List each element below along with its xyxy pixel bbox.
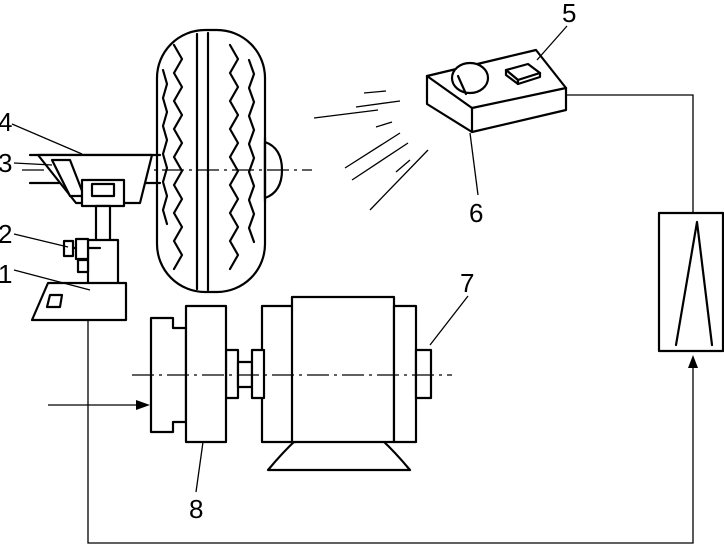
optical-sensor-box (425, 48, 568, 134)
sensor-base (30, 281, 128, 322)
support-post (62, 204, 120, 286)
leader-lines (11, 25, 568, 493)
amplifier-box (657, 211, 724, 353)
label-4: 4 (0, 107, 12, 137)
part-labels: 1 2 3 4 5 6 7 8 (0, 0, 576, 524)
label-2: 2 (0, 219, 12, 249)
label-3: 3 (0, 148, 12, 178)
tire (155, 28, 284, 294)
label-8: 8 (189, 494, 203, 524)
input-arrow (48, 400, 150, 410)
label-6: 6 (469, 198, 483, 228)
label-1: 1 (0, 259, 12, 289)
label-7: 7 (460, 268, 474, 298)
drive-motor-assembly (132, 295, 452, 472)
label-5: 5 (562, 0, 576, 28)
signal-wiring (87, 94, 698, 544)
clamp-block (80, 178, 126, 208)
light-rays (313, 90, 429, 211)
